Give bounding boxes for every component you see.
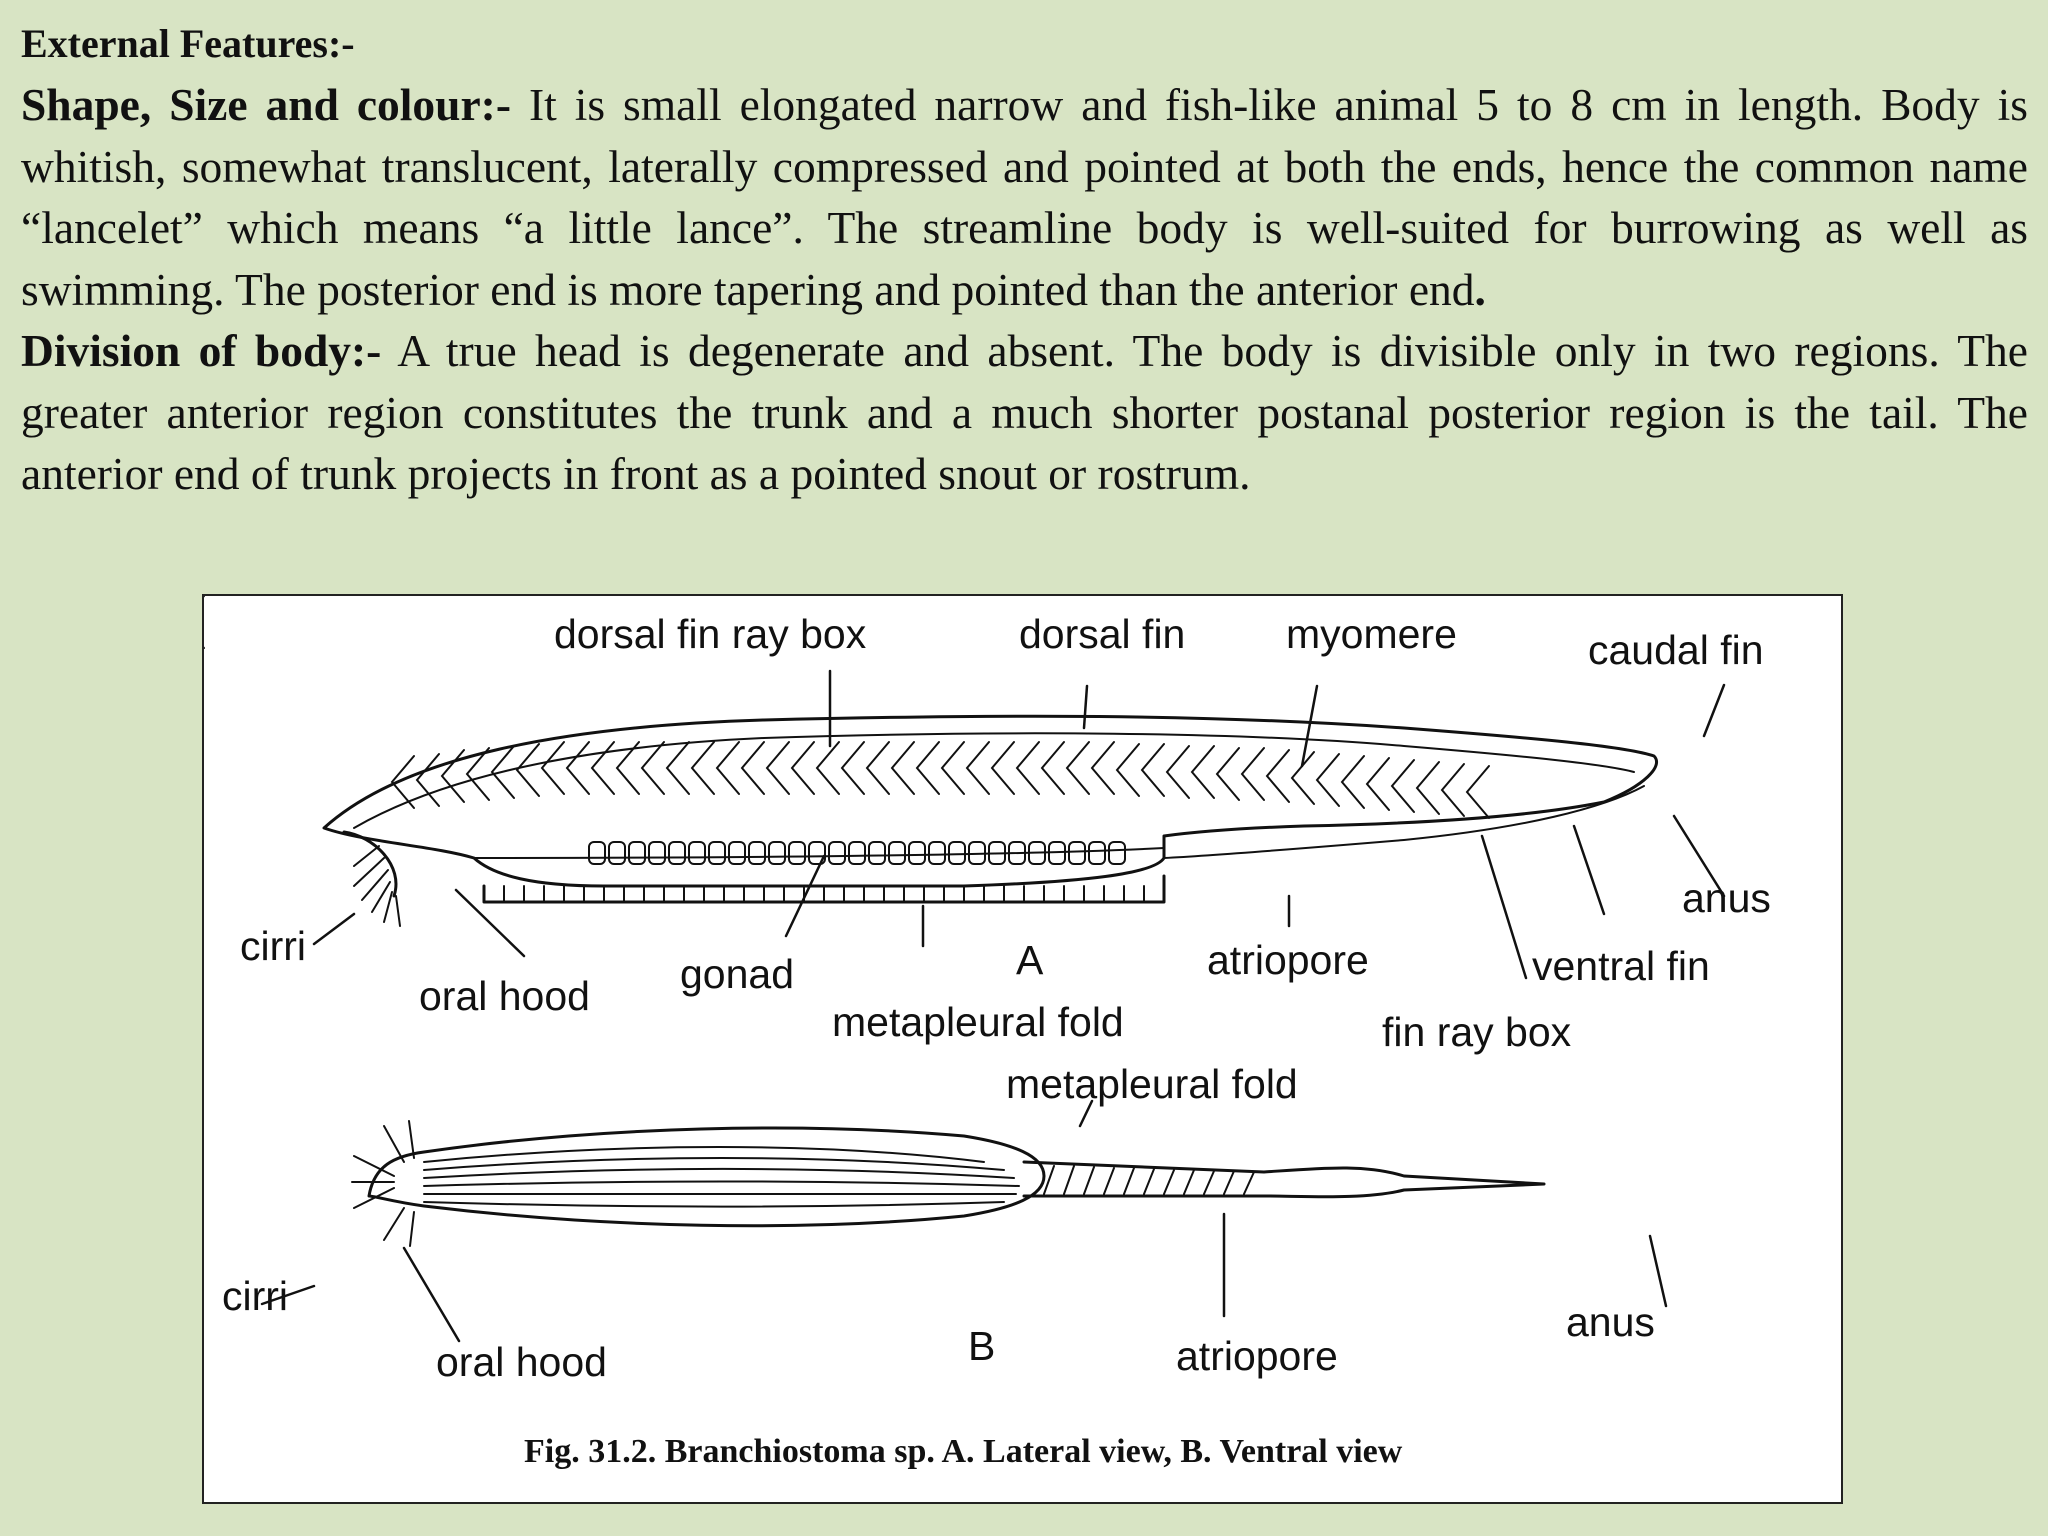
label-metapleural-fold-b: metapleural fold: [1006, 1061, 1298, 1107]
label-view-b: B: [968, 1323, 995, 1369]
division-of-body-label: Division of body:-: [21, 325, 382, 376]
gonads: [588, 841, 1126, 865]
lancelet-diagram: dorsal fin ray box dorsal fin myomere ca…: [204, 596, 1771, 1470]
text-block: External Features:- Shape, Size and colo…: [21, 14, 2028, 505]
label-atriopore-b: atriopore: [1176, 1333, 1338, 1379]
lateral-body: [322, 714, 1658, 888]
label-dorsal-fin-ray-box: dorsal fin ray box: [554, 611, 867, 657]
tail-ventral-fin: [1163, 785, 1645, 859]
label-caudal-fin: caudal fin: [1588, 627, 1764, 673]
label-view-a: A: [1016, 937, 1044, 983]
section-heading: External Features:-: [21, 21, 355, 66]
division-of-body-text: A true head is degenerate and absent. Th…: [21, 325, 2028, 499]
label-anus-a: anus: [1682, 875, 1771, 921]
label-cirri-b: cirri: [222, 1273, 288, 1319]
metapleural-fold-a: [482, 874, 1166, 904]
ventral-edge: [473, 847, 1165, 859]
label-oral-hood-a: oral hood: [419, 973, 590, 1019]
label-oral-hood-b: oral hood: [436, 1339, 607, 1385]
label-myomere: myomere: [1286, 611, 1457, 657]
label-atriopore-a: atriopore: [1207, 937, 1369, 983]
label-dorsal-fin: dorsal fin: [1019, 611, 1185, 657]
oral-hood-b-cirri: [351, 1120, 415, 1247]
label-cirri-a: cirri: [240, 923, 306, 969]
lancelet-figure: dorsal fin ray box dorsal fin myomere ca…: [202, 594, 1843, 1504]
lateral-body-outline: [322, 714, 1658, 888]
dorsal-fin-inner-edge: [353, 732, 1635, 829]
shape-size-colour-text: It is small elongated narrow and fish-li…: [21, 79, 2028, 315]
ventral-body-outline: [367, 1126, 1046, 1228]
shape-size-colour-end: .: [1474, 263, 1486, 315]
shape-size-colour-paragraph: Shape, Size and colour:- It is small elo…: [21, 74, 2028, 320]
label-ventral-fin: ventral fin: [1532, 943, 1710, 989]
figure-caption: Fig. 31.2. Branchiostoma sp. A. Lateral …: [524, 1433, 1403, 1470]
label-anus-b: anus: [1566, 1299, 1655, 1345]
label-gonad: gonad: [680, 951, 794, 997]
ventral-tail: [1022, 1160, 1546, 1199]
ventral-body: [351, 1120, 1546, 1247]
label-fin-ray-box: fin ray box: [1382, 1009, 1572, 1055]
leader-lines: [260, 669, 1726, 1343]
shape-size-colour-label: Shape, Size and colour:-: [21, 79, 511, 130]
label-metapleural-fold-a: metapleural fold: [832, 999, 1124, 1045]
oral-hood-a: [342, 830, 401, 927]
division-of-body-paragraph: Division of body:- A true head is degene…: [21, 320, 2028, 505]
